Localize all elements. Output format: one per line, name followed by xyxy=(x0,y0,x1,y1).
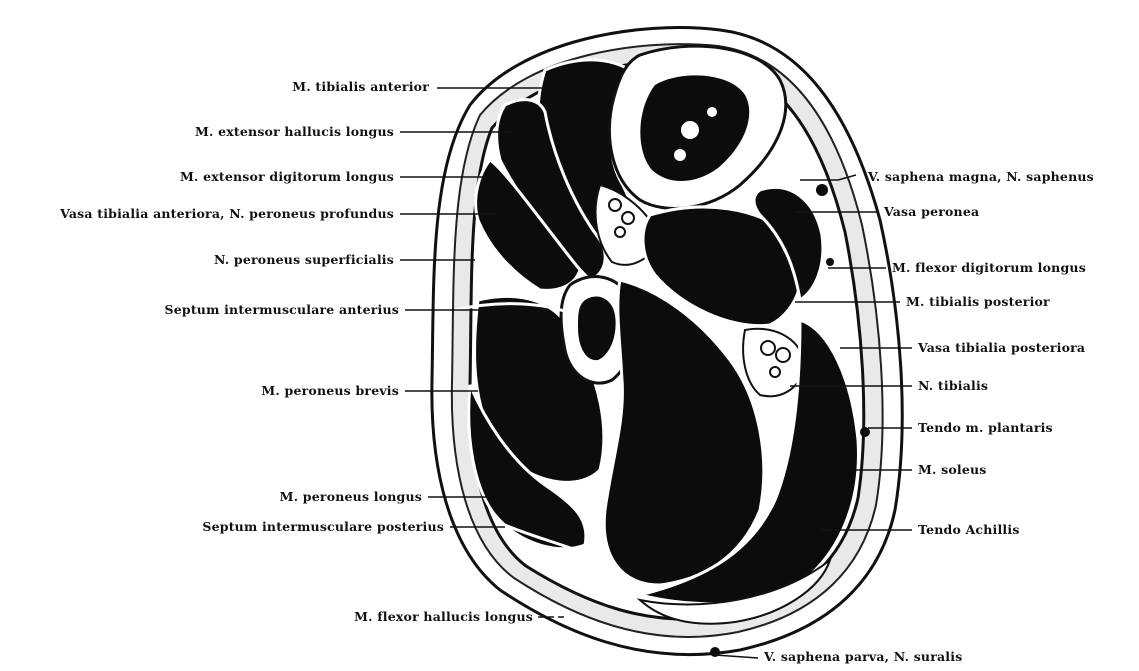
vessel-dot xyxy=(826,258,834,266)
vessel-posterior xyxy=(761,341,775,355)
marrow-spot xyxy=(707,107,717,117)
label-extensor-hallucis-longus: M. extensor hallucis longus xyxy=(195,125,394,139)
label-vasa-tibialia-anteriora: Vasa tibialia anteriora, N. peroneus pro… xyxy=(60,207,394,221)
label-n-tibialis: N. tibialis xyxy=(918,379,988,393)
vessel-posterior xyxy=(776,348,790,362)
label-v-saphena-parva: V. saphena parva, N. suralis xyxy=(764,650,962,664)
label-flexor-digitorum-longus: M. flexor digitorum longus xyxy=(892,261,1086,275)
vessel-anterior xyxy=(615,227,625,237)
label-n-peroneus-superficialis: N. peroneus superficialis xyxy=(214,253,394,267)
vessel-posterior xyxy=(770,367,780,377)
label-tibialis-posterior: M. tibialis posterior xyxy=(906,295,1050,309)
label-tendo-achillis: Tendo Achillis xyxy=(918,523,1020,537)
label-peroneus-brevis: M. peroneus brevis xyxy=(261,384,399,398)
label-m-soleus: M. soleus xyxy=(918,463,987,477)
label-tibialis-anterior: M. tibialis anterior xyxy=(292,80,429,94)
label-extensor-digitorum-longus: M. extensor digitorum longus xyxy=(180,170,394,184)
label-tendo-plantaris: Tendo m. plantaris xyxy=(918,421,1053,435)
label-vasa-tibialia-posteriora: Vasa tibialia posteriora xyxy=(918,341,1085,355)
label-septum-intermusculare-anterius: Septum intermusculare anterius xyxy=(165,303,399,317)
vessel-anterior xyxy=(609,199,621,211)
label-flexor-hallucis-longus: M. flexor hallucis longus xyxy=(354,610,533,624)
v-saphena-magna xyxy=(816,184,828,196)
marrow-spot xyxy=(681,121,699,139)
label-peroneus-longus: M. peroneus longus xyxy=(280,490,422,504)
label-septum-intermusculare-posterius: Septum intermusculare posterius xyxy=(202,520,444,534)
vessel-anterior xyxy=(622,212,634,224)
label-v-saphena-magna: V. saphena magna, N. saphenus xyxy=(868,170,1094,184)
marrow-spot xyxy=(674,149,686,161)
label-vasa-peronea: Vasa peronea xyxy=(884,205,979,219)
